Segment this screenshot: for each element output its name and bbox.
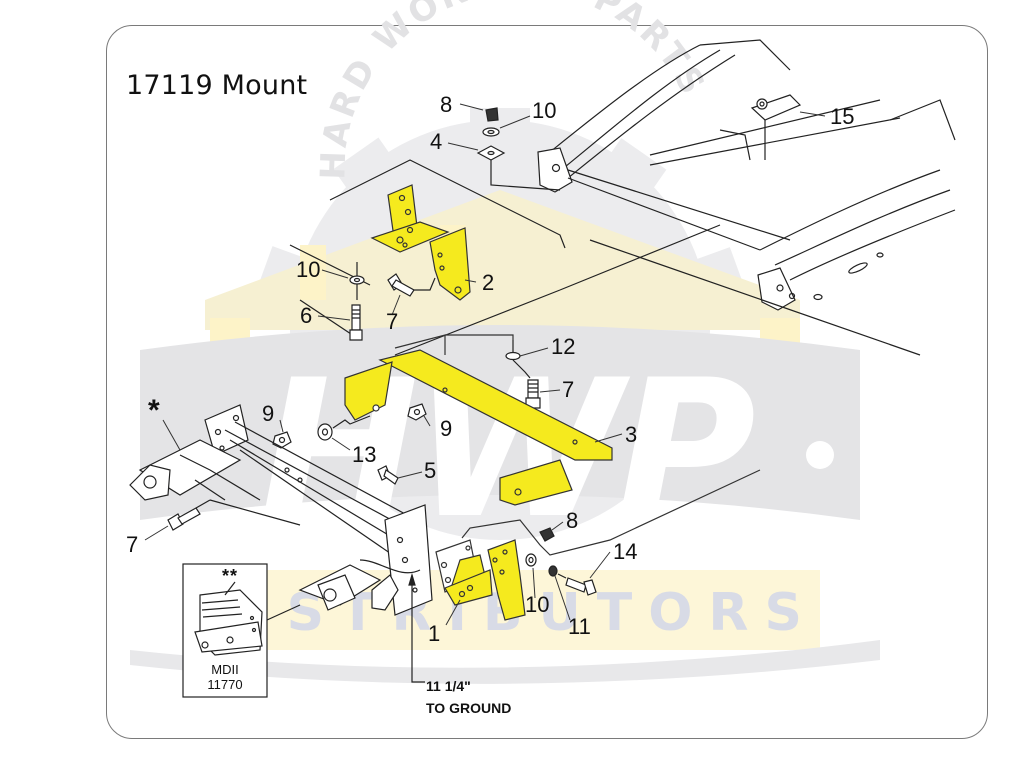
callout-part-9: 9 bbox=[440, 416, 453, 441]
part-7-bolt-right bbox=[525, 379, 541, 409]
callout-part-1: 1 bbox=[428, 621, 441, 646]
callout-part-8: 8 bbox=[440, 92, 453, 117]
callout-part-7: 7 bbox=[126, 532, 139, 557]
callout-part-7: 7 bbox=[386, 309, 399, 334]
callout-part-10: 10 bbox=[296, 257, 321, 282]
part-6-bolt bbox=[349, 304, 363, 341]
bracket-2-assembly bbox=[289, 159, 921, 356]
callout-part-7: 7 bbox=[562, 377, 575, 402]
callout-part-9: 9 bbox=[262, 401, 275, 426]
part-15-plate bbox=[750, 94, 802, 160]
line-art bbox=[129, 39, 956, 698]
callout-part-11: 11 bbox=[568, 614, 591, 639]
watermark-main-text: HWP bbox=[260, 339, 754, 560]
bracket-1 bbox=[435, 469, 761, 621]
part-11-lockwasher bbox=[548, 565, 558, 577]
callout-part-8: 8 bbox=[566, 508, 579, 533]
callout-part-5: 5 bbox=[424, 458, 437, 483]
plow-mount-frame bbox=[129, 404, 433, 616]
callout-part-12: 12 bbox=[551, 334, 576, 359]
ground-height-label: TO GROUND bbox=[426, 700, 512, 716]
callout-part-10: 10 bbox=[525, 592, 550, 617]
top-hardware-stack bbox=[476, 107, 561, 191]
bracket-2 bbox=[370, 184, 471, 301]
callout-part-6: 6 bbox=[300, 303, 313, 328]
part-12-washer bbox=[505, 340, 531, 379]
part-5-bolt bbox=[377, 465, 399, 485]
part-10-washer-low bbox=[525, 553, 537, 567]
callout-part-14: 14 bbox=[613, 539, 638, 564]
diagram-title: 17119 Mount bbox=[126, 70, 308, 101]
callout-part-13: 13 bbox=[352, 442, 377, 467]
ground-dimension-line bbox=[408, 572, 425, 683]
part-9-nut-right bbox=[407, 403, 427, 421]
inset-model-label: MDII bbox=[211, 662, 239, 677]
truck-frame bbox=[537, 39, 956, 311]
part-7-bolt-left bbox=[167, 499, 211, 531]
inset-part-number: 11770 bbox=[207, 677, 243, 692]
part-10-washer-mid bbox=[349, 262, 365, 300]
part-14-bolt bbox=[557, 573, 597, 596]
callout-part-2: 2 bbox=[482, 270, 495, 295]
double-asterisk-note-marker: ** bbox=[222, 566, 239, 586]
inset-box bbox=[182, 563, 301, 698]
bracket-3 bbox=[344, 334, 613, 506]
part-13-washer bbox=[317, 415, 371, 441]
callout-part-10: 10 bbox=[532, 98, 557, 123]
watermark-banner: HWP bbox=[140, 325, 860, 560]
callout-part-4: 4 bbox=[430, 129, 443, 154]
leader-lines bbox=[144, 103, 826, 626]
callout-part-3: 3 bbox=[625, 422, 638, 447]
ground-height-value: 11 1/4" bbox=[426, 678, 471, 694]
callout-part-15: 15 bbox=[830, 104, 855, 129]
watermark: HWP DISTRIBUTORS HARD WORKING PARTS bbox=[130, 0, 880, 684]
part-7-bolt-mid bbox=[387, 273, 436, 297]
asterisk-note-marker: * bbox=[148, 394, 160, 427]
part-8-nut-low bbox=[539, 527, 555, 542]
